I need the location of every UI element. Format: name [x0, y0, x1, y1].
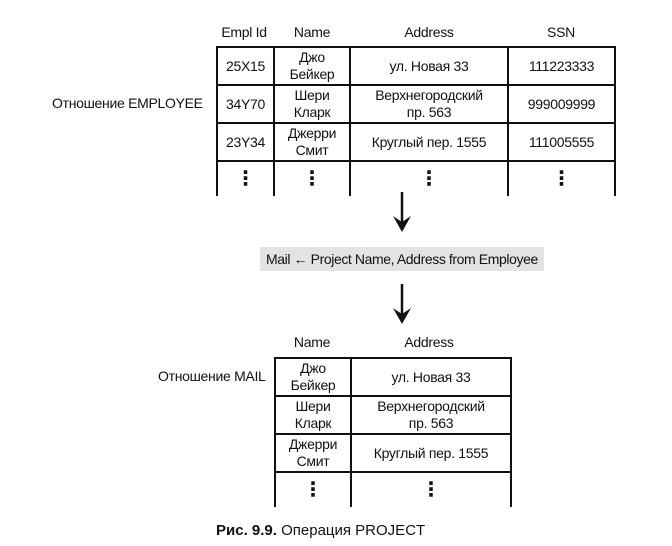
table-row-ellipsis: ⋮ ⋮ ⋮ ⋮ [216, 160, 616, 196]
figure-caption: Рис. 9.9. Операция PROJECT [216, 522, 425, 539]
mail-cell-address: ул. Новая 33 [350, 357, 512, 397]
employee-header-ssn: SSN [547, 24, 575, 40]
mail-relation-label: Отношение MAIL [158, 368, 266, 384]
down-arrow-icon [393, 192, 411, 232]
down-arrow-icon [393, 284, 411, 324]
table-row-ellipsis: ⋮ ⋮ [274, 471, 512, 507]
figure-caption-number: Рис. 9.9. [216, 522, 277, 539]
employee-cell-id: 23Y34 [216, 122, 275, 162]
ellipsis-mark: ⋮ [274, 471, 352, 507]
mail-header-name: Name [293, 334, 331, 350]
figure-caption-text: Операция PROJECT [276, 522, 426, 539]
project-operation-text: Mail ← Project Name, Address from Employ… [266, 251, 538, 267]
ellipsis-mark: ⋮ [216, 160, 275, 196]
employee-cell-ssn: 111005555 [507, 122, 616, 162]
employee-cell-id: 34Y70 [216, 84, 275, 124]
employee-cell-id: 25X15 [216, 46, 275, 86]
employee-cell-ssn: 111223333 [507, 46, 616, 86]
employee-header-emplid: Empl Id [221, 24, 267, 40]
ellipsis-mark: ⋮ [349, 160, 509, 196]
ellipsis-mark: ⋮ [273, 160, 351, 196]
employee-cell-address: Круглый пер. 1555 [349, 122, 509, 162]
mail-cell-address: Круглый пер. 1555 [350, 433, 512, 473]
ellipsis-mark: ⋮ [350, 471, 512, 507]
mail-header-address: Address [404, 334, 454, 350]
employee-header-name: Name [293, 24, 331, 40]
employee-cell-ssn: 999009999 [507, 84, 616, 124]
employee-relation-label: Отношение EMPLOYEE [52, 95, 203, 111]
employee-header-address: Address [404, 24, 454, 40]
employee-cell-address: ул. Новая 33 [349, 46, 509, 86]
project-operation-box: Mail ← Project Name, Address from Employ… [260, 247, 544, 271]
ellipsis-mark: ⋮ [507, 160, 616, 196]
